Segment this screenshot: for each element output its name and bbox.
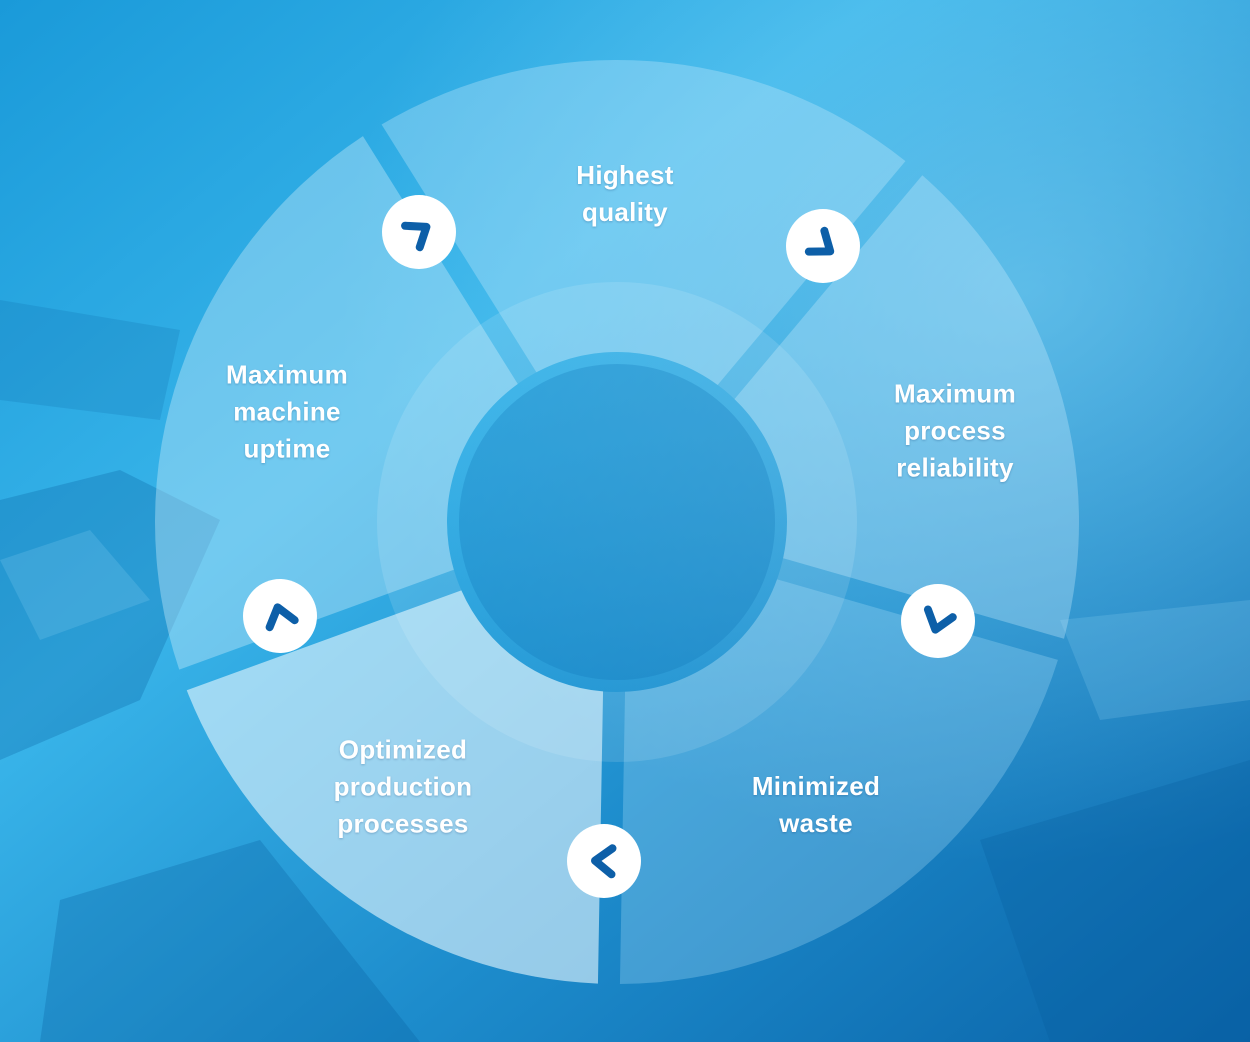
segment-label-line: machine [233, 396, 341, 427]
chevron-arrow-icon [382, 195, 456, 269]
segment-label-line: Maximum [893, 378, 1017, 409]
segment-label-maximum-machine-uptime: Maximum machine uptime [226, 357, 348, 468]
connector-circle [567, 824, 641, 898]
chevron-icon [591, 844, 617, 879]
segment-label-line: process [904, 415, 1006, 446]
segment-label-line: Minimized [751, 771, 881, 801]
segment-label-line: Maximum [225, 359, 349, 390]
segment-label-line: uptime [243, 433, 331, 464]
connector-circle [382, 195, 456, 269]
ring-segment-optimized-production-processes [186, 590, 604, 984]
chevron-icon [804, 226, 835, 256]
ring-segment-highest-quality [381, 60, 906, 385]
segment-label-line: waste [779, 808, 853, 838]
segment-label-highest-quality: Highest quality [576, 157, 673, 231]
ring-segment-minimized-waste [619, 579, 1058, 984]
ring-segment-maximum-process-reliability [734, 175, 1080, 639]
chevron-arrow-icon [567, 824, 641, 898]
connector-circle [901, 584, 975, 658]
segment-label-maximum-process-reliability: Maximum process reliability [894, 376, 1016, 487]
connector-circle [243, 579, 317, 653]
inner-ring-band [377, 282, 857, 762]
connector-circle [786, 209, 860, 283]
segment-label-line: reliability [896, 452, 1014, 483]
chevron-arrow-icon [786, 209, 860, 283]
chevron-icon [923, 605, 957, 634]
chevron-icon [401, 221, 431, 252]
segment-label-line: Highest [576, 160, 674, 190]
segment-label-line: quality [582, 197, 668, 227]
background-texture [0, 300, 1250, 1042]
segment-label-minimized-waste: Minimized waste [752, 768, 880, 842]
chevron-arrow-icon [901, 584, 975, 658]
center-hub [459, 364, 775, 680]
cycle-ring [154, 60, 1080, 984]
background-highlights [0, 530, 1250, 720]
segment-label-line: Optimized [338, 734, 468, 765]
segment-label-line: processes [337, 808, 469, 839]
segment-label-line: production [333, 771, 473, 802]
chevron-arrow-icon [243, 579, 317, 653]
chevron-icon [265, 603, 299, 632]
connector-arrows [243, 195, 975, 898]
segment-label-optimized-production-processes: Optimized production processes [334, 732, 473, 843]
ring-segment-maximum-machine-uptime [154, 136, 518, 670]
